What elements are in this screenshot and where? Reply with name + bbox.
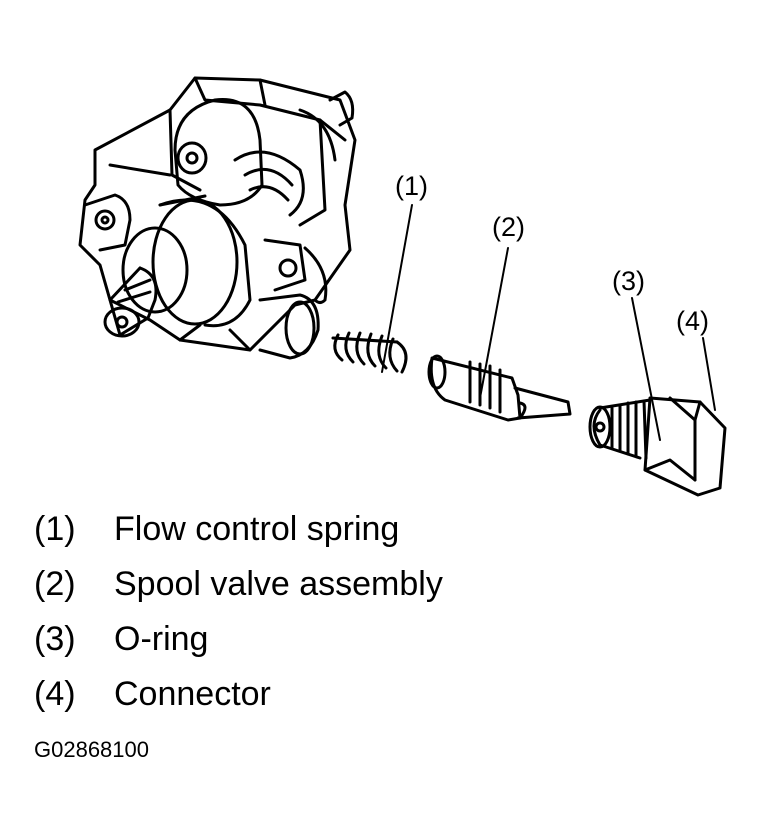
pump-body [78,76,357,360]
legend-label: Connector [114,675,271,713]
parts-legend: (1) Flow control spring (2) Spool valve … [34,505,634,725]
figure-id: G02868100 [34,737,149,762]
legend-row-4: (4) Connector [34,670,634,725]
legend-label: O-ring [114,620,209,658]
legend-row-2: (2) Spool valve assembly [34,560,634,615]
legend-label: Spool valve assembly [114,565,443,603]
flow-control-spring [331,331,408,374]
legend-number: (4) [34,675,76,713]
legend-row-3: (3) O-ring [34,615,634,670]
leader-lines [381,204,716,441]
connector-with-o-ring [588,396,727,497]
legend-number: (2) [34,565,76,603]
legend-label: Flow control spring [114,510,400,548]
callout-3: (3) [612,266,645,296]
spool-valve-assembly [427,354,572,422]
callout-4: (4) [676,306,709,336]
callout-2: (2) [492,212,525,242]
legend-row-1: (1) Flow control spring [34,505,634,560]
legend-number: (1) [34,510,76,548]
callout-1: (1) [395,171,428,201]
legend-number: (3) [34,620,76,658]
